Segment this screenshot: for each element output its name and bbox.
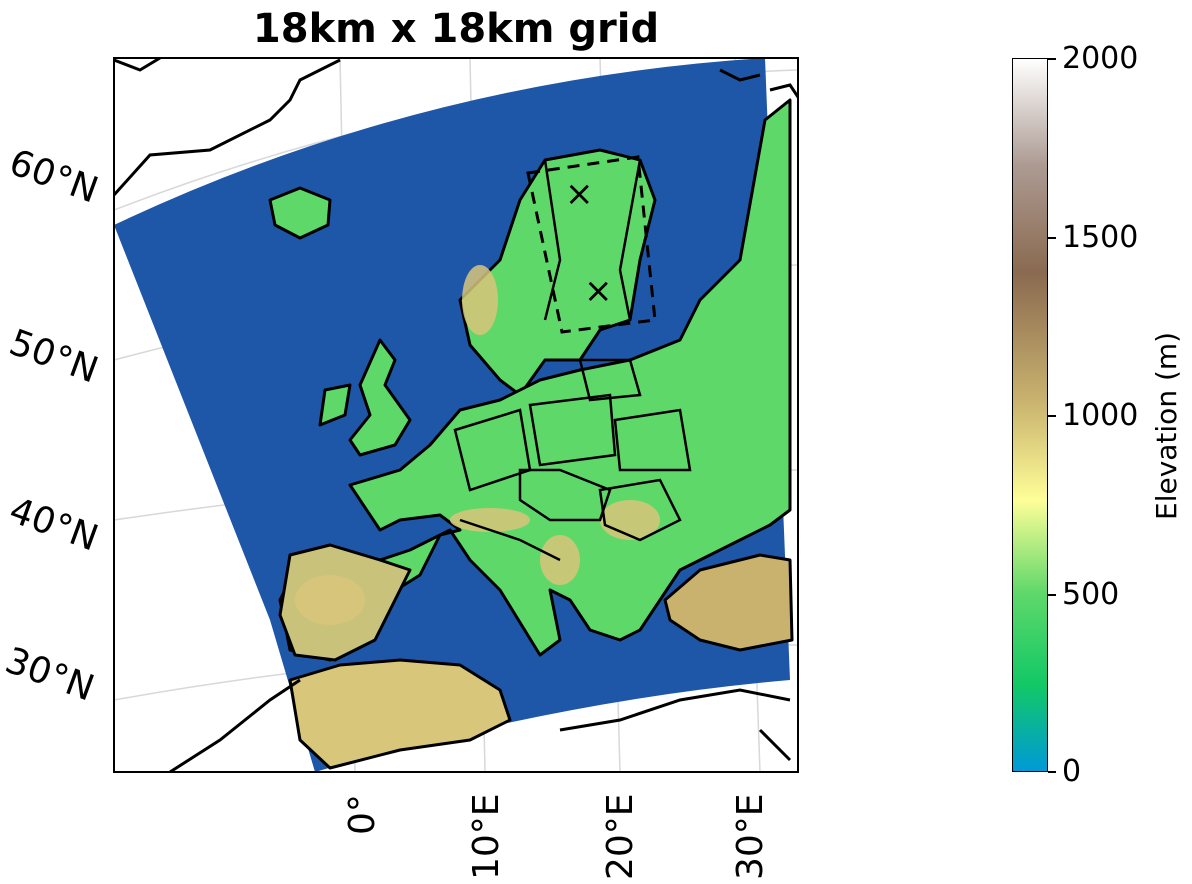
land-masses [268,98,794,770]
lon-label-10: 10°E [466,793,507,880]
iceland [268,186,332,240]
anatolia [663,553,794,652]
marker-south: × [584,271,613,311]
elevation-colorbar [1012,58,1048,772]
inset-box [526,155,657,334]
colorbar-label-2000: 2000 [1062,41,1139,76]
colorbar-label-1500: 1500 [1062,220,1139,255]
marker-north: × [565,174,594,214]
lon-label-30: 30°E [730,793,771,880]
lon-label-20: 20°E [600,793,641,880]
north-africa [288,658,512,770]
colorbar-label-0: 0 [1062,754,1082,789]
great-britain [348,338,412,457]
country-borders [453,159,692,562]
colorbar-tick-2000 [1048,58,1056,60]
colorbar-tick-1000 [1048,415,1056,417]
colorbar-label-500: 500 [1062,577,1120,612]
map-frame [113,57,799,773]
mountain-relief [295,265,660,625]
lon-label-0: 0° [342,794,383,835]
colorbar-label-1000: 1000 [1062,398,1139,433]
ireland [318,383,352,427]
colorbar-tick-0 [1048,771,1056,773]
colorbar-tick-1500 [1048,237,1056,239]
colorbar-tick-500 [1048,594,1056,596]
colorbar-title: Elevation (m) [1150,331,1183,520]
map-title: 18km x 18km grid [252,6,660,52]
coastlines-outside-domain [114,58,798,772]
